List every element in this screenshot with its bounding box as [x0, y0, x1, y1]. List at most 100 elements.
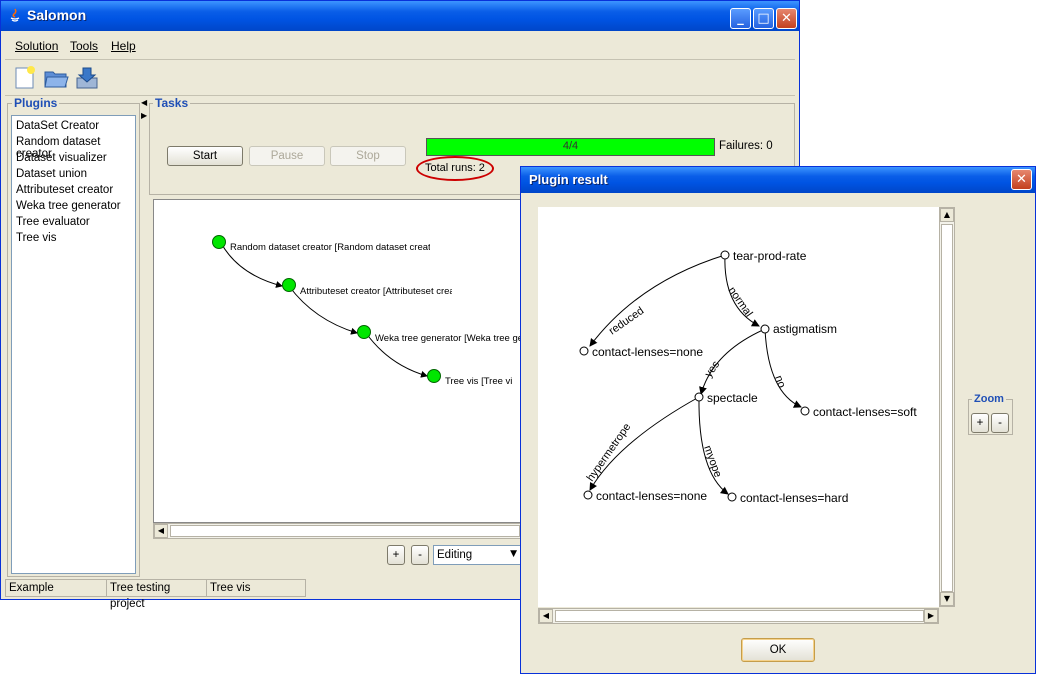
plugins-list: DataSet Creator Random dataset creator D… — [11, 115, 136, 574]
scroll-right-arrow-icon[interactable]: ▶ — [924, 609, 938, 623]
tree-vscrollbar[interactable]: ▲ ▼ — [939, 207, 955, 607]
plugin-result-dialog: Plugin result ✕ reduced normal yes no hy… — [520, 166, 1036, 674]
tree-node-soft[interactable] — [800, 406, 810, 416]
tree-node-none1[interactable] — [579, 346, 589, 356]
edge-myope — [698, 396, 729, 495]
hscroll-thumb[interactable] — [555, 610, 924, 622]
tree-node-spectacle[interactable] — [694, 392, 704, 402]
maximize-button[interactable]: □ — [753, 8, 774, 29]
plugin-item-attributeset-creator[interactable]: Attributeset creator — [16, 184, 114, 196]
chevron-down-icon[interactable]: ▼ — [510, 549, 517, 559]
edge-no — [764, 328, 802, 408]
menu-tools[interactable]: Tools — [70, 39, 99, 53]
menu-help[interactable]: Help — [111, 39, 136, 53]
tree-label-none2: contact-lenses=none — [596, 489, 707, 503]
edge-reduced — [589, 254, 726, 347]
plugin-item-weka-tree-generator[interactable]: Weka tree generator — [16, 200, 121, 212]
vscroll-thumb[interactable] — [941, 224, 953, 592]
zoom-title: Zoom — [972, 393, 1006, 405]
edge-label-hypermetrope: hypermetrope — [585, 421, 634, 483]
status-plugin: Tree vis — [206, 579, 306, 597]
edge-normal — [724, 254, 760, 327]
mode-select-value: Editing — [437, 549, 473, 561]
dialog-title: Plugin result — [529, 172, 608, 187]
splitter-right-arrow-icon[interactable]: ▶ — [141, 111, 148, 120]
new-file-icon[interactable] — [12, 65, 38, 91]
scroll-up-arrow-icon[interactable]: ▲ — [940, 208, 954, 222]
tree-node-root[interactable] — [720, 250, 730, 260]
graph-node-label-3: Weka tree generator [Weka tree ge — [375, 333, 520, 344]
menu-bar: Solution Tools Help — [5, 31, 795, 53]
splitter-left-arrow-icon[interactable]: ◀ — [141, 98, 148, 107]
edge-label-yes: yes — [703, 358, 723, 379]
tree-label-hard: contact-lenses=hard — [740, 491, 848, 505]
graph-zoom-in-button[interactable]: + — [387, 545, 405, 565]
tree-canvas[interactable]: reduced normal yes no hypermetrope myope… — [538, 207, 939, 607]
tree-node-astigmatism[interactable] — [760, 324, 770, 334]
save-icon[interactable] — [74, 65, 100, 91]
progress-bar: 4/4 — [426, 138, 715, 156]
status-project: Tree testing project — [106, 579, 207, 610]
mode-select[interactable]: Editing ▼ — [433, 545, 521, 565]
edge-label-reduced: reduced — [607, 305, 646, 338]
plugin-item-tree-vis[interactable]: Tree vis — [16, 232, 57, 244]
tree-label-root: tear-prod-rate — [733, 249, 807, 263]
menu-solution[interactable]: Solution — [15, 39, 59, 53]
graph-node-3[interactable] — [357, 325, 371, 339]
edge-hypermetrope — [589, 396, 700, 491]
window-title: Salomon — [27, 7, 87, 23]
graph-edges — [220, 242, 428, 378]
plugins-panel — [7, 103, 140, 577]
graph-canvas[interactable]: Random dataset creator [Random dataset c… — [153, 199, 523, 523]
main-titlebar[interactable]: Salomon _ □ ✕ — [1, 1, 799, 31]
close-button[interactable]: ✕ — [776, 8, 797, 29]
tree-label-spectacle: spectacle — [707, 391, 758, 405]
open-folder-icon[interactable] — [43, 65, 69, 91]
progress-text: 4/4 — [562, 140, 579, 152]
scroll-thumb[interactable] — [170, 525, 520, 537]
graph-edge-1 — [220, 242, 283, 288]
menu-separator — [5, 59, 795, 60]
graph-node-2[interactable] — [282, 278, 296, 292]
graph-node-label-1: Random dataset creator [Random dataset c… — [230, 242, 430, 253]
tree-label-astigmatism: astigmatism — [773, 322, 837, 336]
tree-node-none2[interactable] — [583, 490, 593, 500]
stop-button[interactable]: Stop — [330, 146, 406, 166]
failures-label: Failures: 0 — [719, 140, 773, 152]
tree-label-soft: contact-lenses=soft — [813, 405, 917, 419]
edge-label-no: no — [772, 374, 787, 390]
start-button[interactable]: Start — [167, 146, 243, 166]
tree-zoom-in-button[interactable]: + — [971, 413, 989, 433]
minimize-button[interactable]: _ — [730, 8, 751, 29]
dialog-close-button[interactable]: ✕ — [1011, 169, 1032, 190]
edge-label-normal: normal — [726, 285, 755, 319]
tree-node-hard[interactable] — [727, 492, 737, 502]
edge-yes — [699, 328, 766, 395]
plugin-item-tree-evaluator[interactable]: Tree evaluator — [16, 216, 90, 228]
graph-edge-3 — [365, 332, 428, 378]
plugin-item-random-dataset-creator[interactable]: Random dataset creator — [16, 136, 101, 160]
tasks-title: Tasks — [153, 96, 191, 110]
tree-edges: reduced normal yes no hypermetrope myope… — [579, 249, 917, 505]
graph-zoom-out-button[interactable]: - — [411, 545, 429, 565]
status-solution: Example — [5, 579, 107, 597]
tree-hscrollbar[interactable]: ◀ ▶ — [538, 608, 939, 624]
plugin-item-dataset-visualizer[interactable]: Dataset visualizer — [16, 152, 107, 164]
graph-edge-2 — [288, 285, 358, 335]
scroll-down-arrow-icon[interactable]: ▼ — [940, 592, 954, 606]
plugin-item-dataset-creator[interactable]: DataSet Creator — [16, 120, 100, 132]
java-icon — [7, 7, 23, 23]
tree-label-none1: contact-lenses=none — [592, 345, 703, 359]
scroll-left-arrow-icon[interactable]: ◀ — [539, 609, 553, 623]
plugins-title: Plugins — [12, 96, 60, 110]
pause-button[interactable]: Pause — [249, 146, 325, 166]
ok-button[interactable]: OK — [741, 638, 815, 662]
dialog-titlebar[interactable]: Plugin result ✕ — [521, 167, 1035, 193]
graph-node-1[interactable] — [212, 235, 226, 249]
scroll-left-arrow-icon[interactable]: ◀ — [154, 524, 168, 538]
tree-zoom-out-button[interactable]: - — [991, 413, 1009, 433]
plugin-item-dataset-union[interactable]: Dataset union — [16, 168, 87, 180]
edge-label-myope: myope — [701, 444, 724, 479]
graph-node-4[interactable] — [427, 369, 441, 383]
graph-hscrollbar[interactable]: ◀ — [153, 523, 523, 539]
